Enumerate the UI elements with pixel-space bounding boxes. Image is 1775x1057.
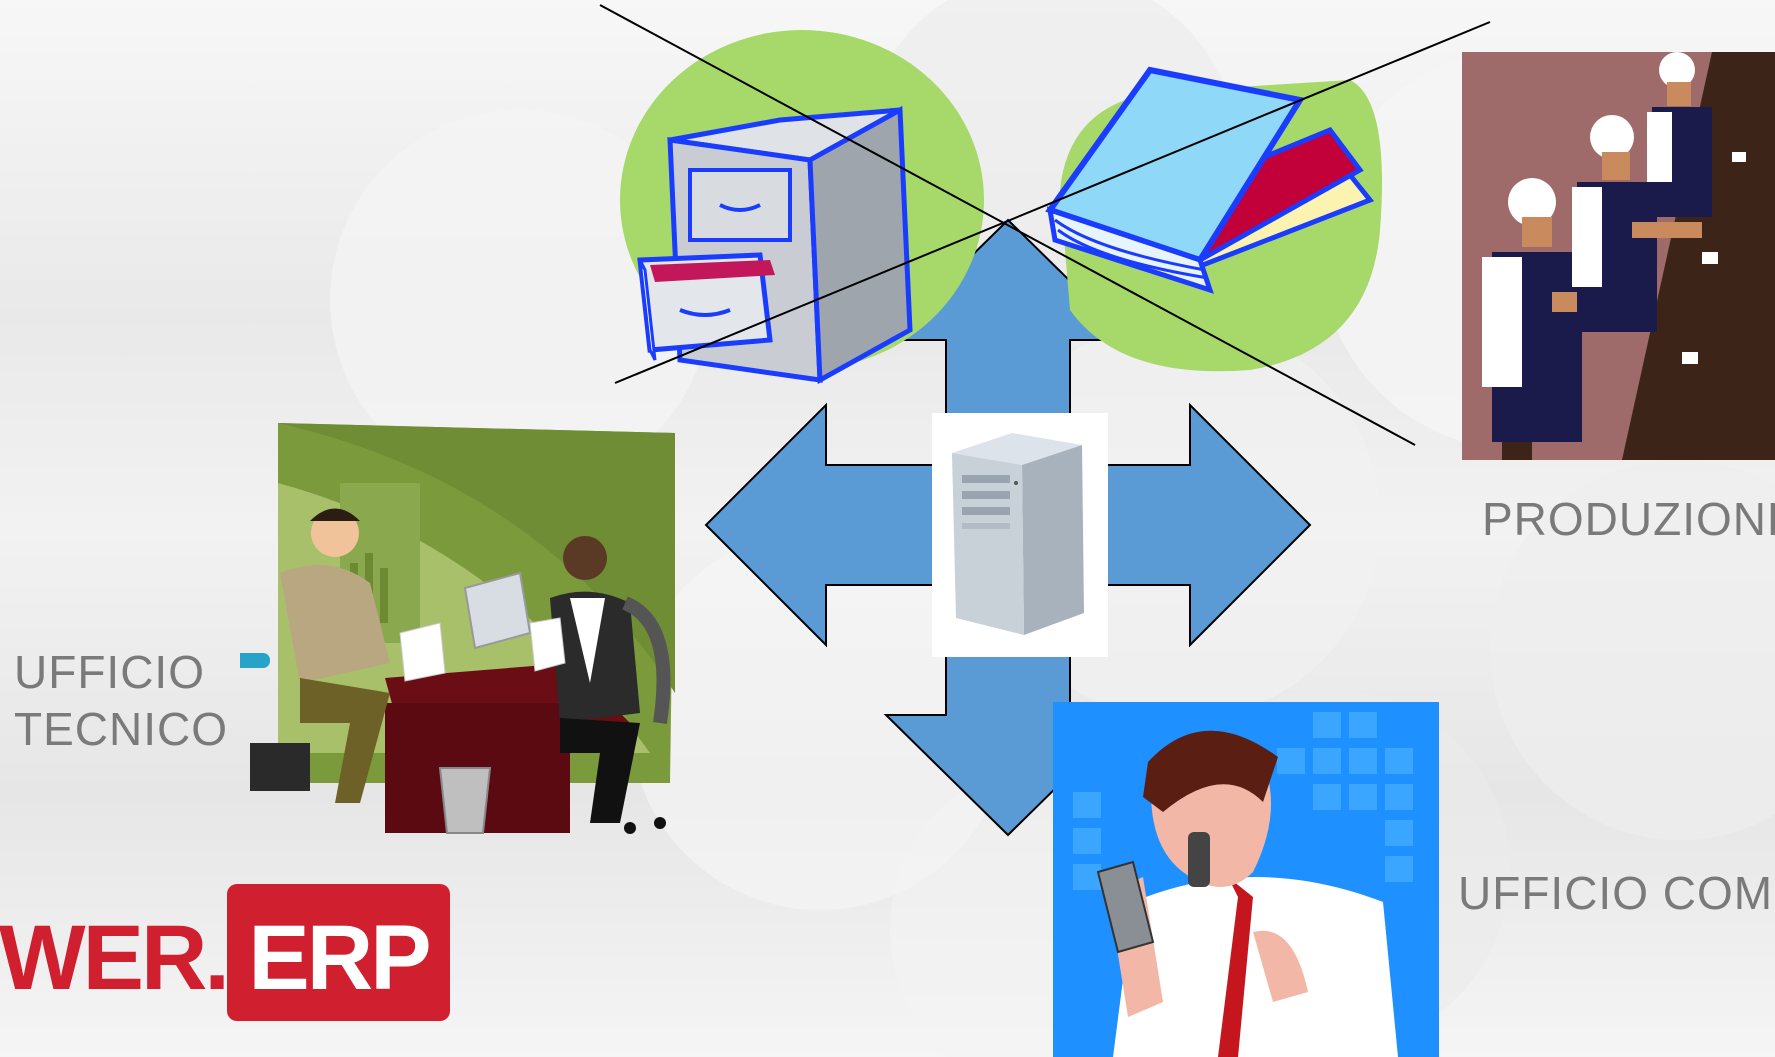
ufficio-tecnico-label: UFFICIO TECNICO	[14, 644, 228, 758]
office-meeting-icon	[240, 423, 675, 834]
ufficio-commerciale-label: UFFICIO COMM	[1458, 867, 1775, 919]
produzione-label: PRODUZIONE	[1482, 493, 1775, 545]
businessman-phone-icon	[1053, 702, 1439, 1057]
filing-cabinet-icon	[620, 30, 984, 385]
server-tower-icon	[932, 413, 1108, 657]
ufficio-tecnico-line1: UFFICIO	[14, 646, 205, 698]
logo-right-text: ERP	[248, 907, 431, 1009]
books-icon	[1045, 66, 1382, 372]
logo-left-text: WER.	[0, 907, 230, 1009]
power-erp-logo: WER. ERP	[0, 884, 450, 1021]
factory-workers-icon	[1462, 52, 1775, 460]
logo-red-box	[227, 884, 450, 1021]
ufficio-tecnico-line2: TECNICO	[14, 703, 228, 755]
